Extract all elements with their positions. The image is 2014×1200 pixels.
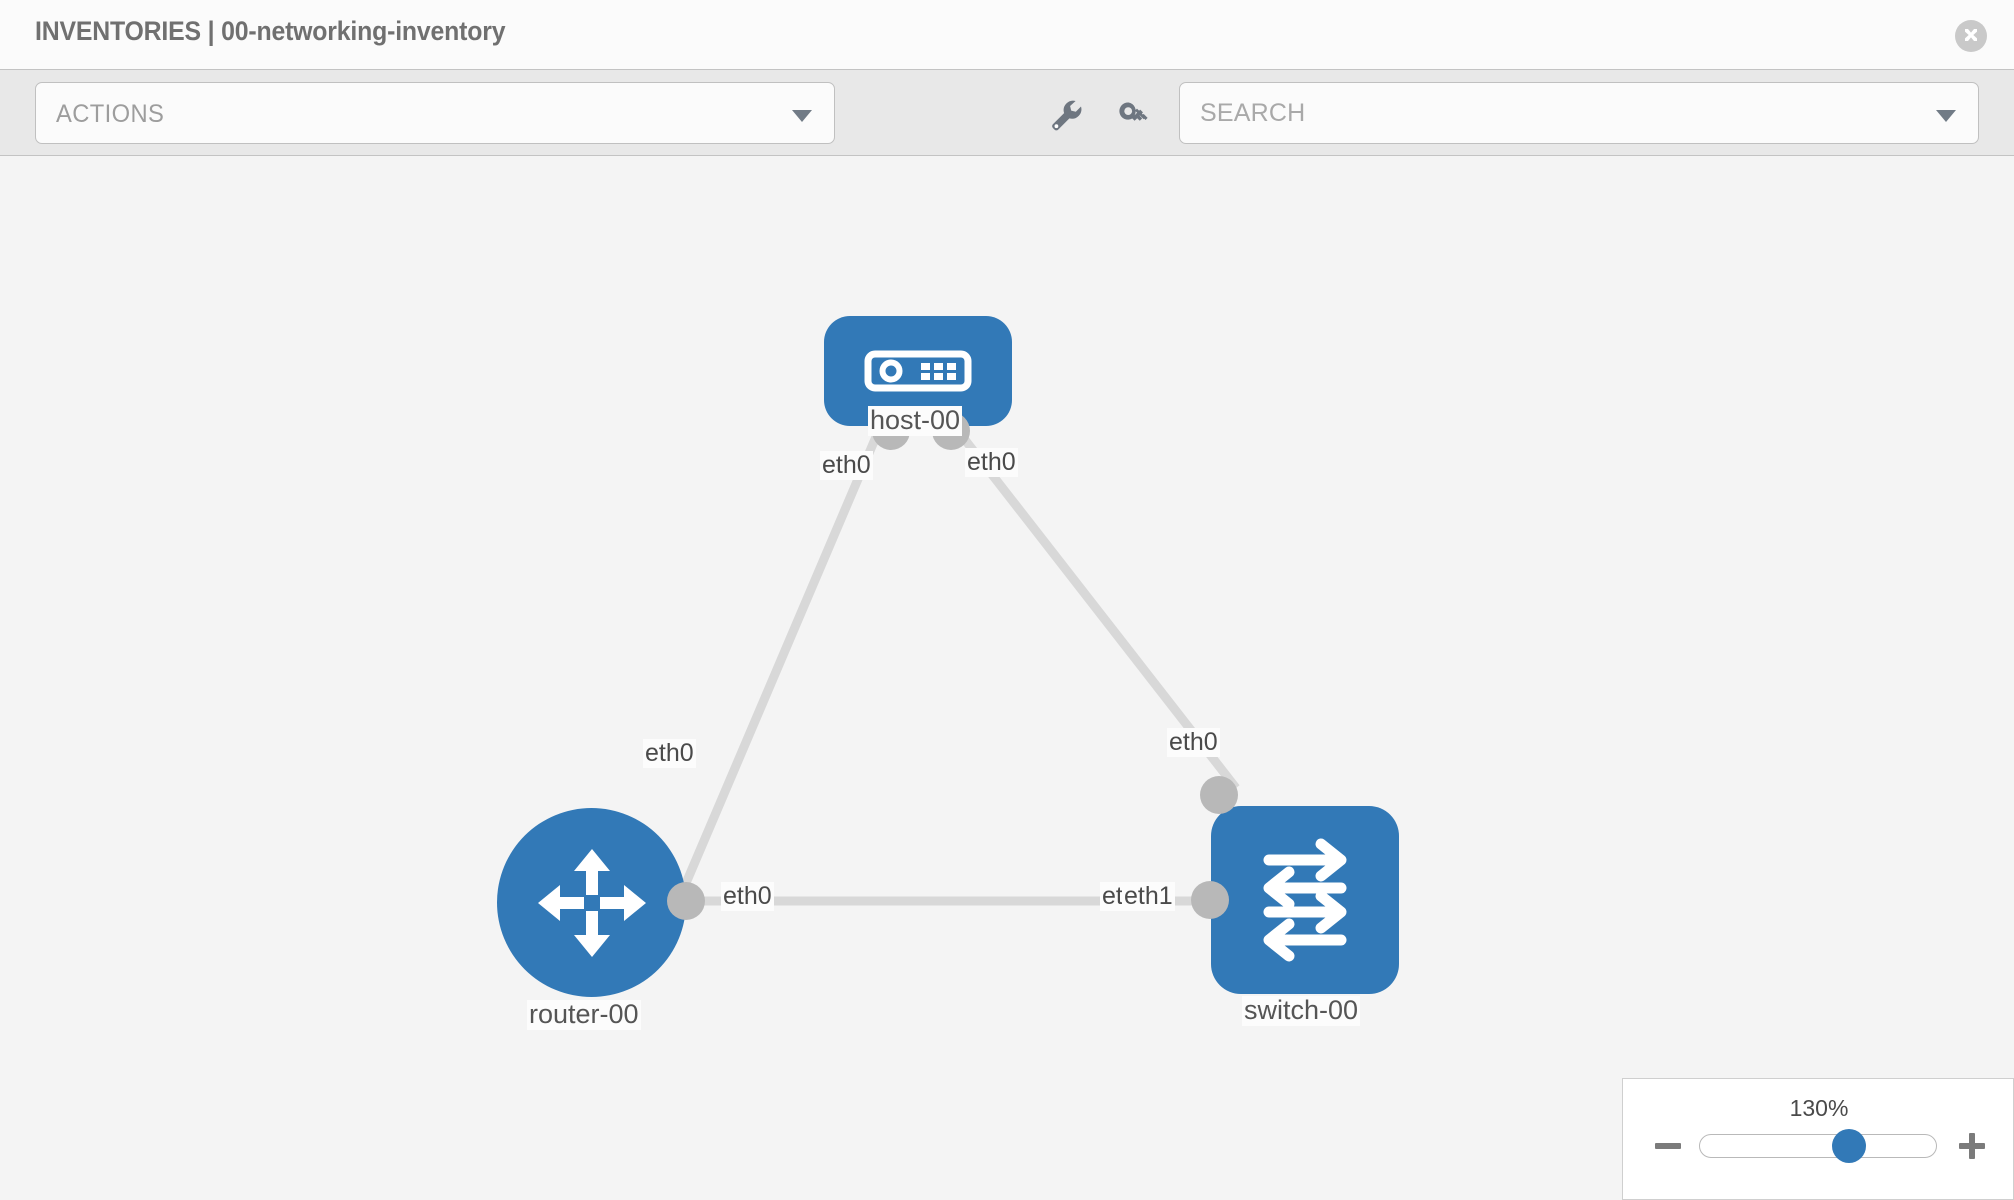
wrench-icon[interactable] — [1046, 95, 1084, 133]
if-label-switch-left: eth1 — [1122, 882, 1175, 911]
chevron-down-icon — [792, 110, 812, 122]
zoom-out-button[interactable] — [1653, 1131, 1683, 1161]
if-label-host-left: eth0 — [820, 451, 873, 480]
search-input[interactable]: SEARCH — [1179, 82, 1979, 144]
search-placeholder: SEARCH — [1200, 99, 1306, 127]
zoom-slider-track[interactable] — [1699, 1134, 1937, 1158]
if-label-router-upper: eth0 — [643, 739, 696, 768]
link-host-router — [667, 416, 889, 918]
node-label-switch-00: switch-00 — [1242, 995, 1361, 1026]
server-icon — [864, 350, 972, 392]
page-title: INVENTORIES | 00-networking-inventory — [35, 16, 506, 46]
topology-links — [667, 415, 1240, 918]
node-label-router-00: router-00 — [527, 999, 641, 1030]
page-header: INVENTORIES | 00-networking-inventory — [0, 0, 2014, 70]
connector-switch-top[interactable] — [1200, 776, 1238, 814]
zoom-level-value: 130% — [1789, 1095, 1849, 1121]
topology-canvas[interactable]: host-00 route — [0, 156, 2014, 1200]
router-node-shape — [497, 808, 686, 997]
node-label-host-00: host-00 — [868, 405, 963, 436]
switch-arrows-icon — [1263, 838, 1347, 962]
zoom-control-panel: 130% — [1622, 1078, 2014, 1200]
close-icon[interactable] — [1955, 20, 1987, 52]
connector-switch-left[interactable] — [1191, 881, 1229, 919]
actions-dropdown[interactable]: ACTIONS — [35, 82, 835, 144]
if-label-switch-upper: eth0 — [1167, 728, 1220, 757]
link-host-switch — [944, 415, 1240, 791]
toolbar: ACTIONS SEARCH — [0, 70, 2014, 156]
connector-router-right[interactable] — [667, 882, 705, 920]
zoom-in-button[interactable] — [1957, 1131, 1987, 1161]
key-icon[interactable] — [1114, 95, 1152, 133]
if-label-router-right: eth0 — [721, 882, 774, 911]
zoom-slider-handle[interactable] — [1831, 1129, 1866, 1163]
chevron-down-icon[interactable] — [1936, 110, 1956, 122]
if-label-host-right: eth0 — [965, 448, 1018, 477]
router-arrows-icon — [537, 848, 646, 957]
switch-node-shape — [1211, 806, 1399, 994]
actions-dropdown-label: ACTIONS — [56, 100, 165, 128]
